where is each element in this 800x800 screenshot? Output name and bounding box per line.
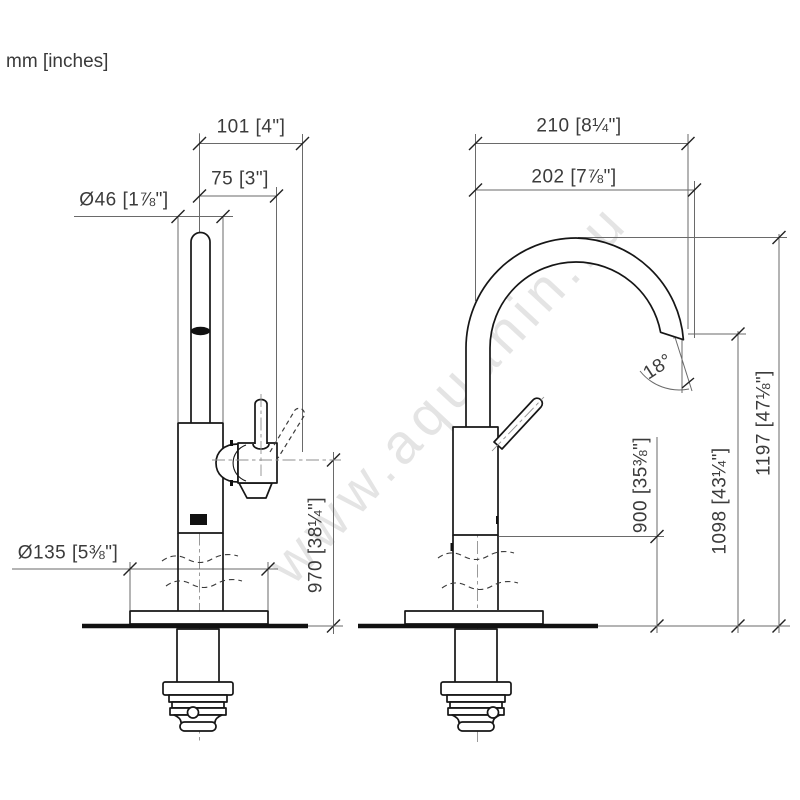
dim-outlet-projection-label: 202 [7⅞"] <box>531 166 617 188</box>
left-base <box>129 610 269 732</box>
right-view <box>358 134 790 742</box>
dim-handle-reach-label: 75 [3"] <box>211 168 269 190</box>
dim-base-diameter-label: Ø135 [5⅜"] <box>17 542 119 564</box>
dim-total-height-label: 1197 [47⅛"] <box>753 370 775 476</box>
left-dimension-lines <box>12 134 343 634</box>
dim-spout-reach-label: 101 [4"] <box>216 116 286 138</box>
dim-handle-height-label: 970 [38¼"] <box>305 496 327 594</box>
aerator-mark <box>191 326 210 336</box>
dim-spout-diameter-label: Ø46 [1⅞"] <box>79 189 169 211</box>
logo-mark <box>190 514 207 525</box>
dim-outlet-height-label: 1098 [43¼"] <box>709 447 731 555</box>
right-base <box>404 610 544 732</box>
units-label: mm [inches] <box>6 51 109 72</box>
lever-rotated-phantom <box>269 407 306 459</box>
left-view <box>12 133 343 742</box>
left-body <box>177 422 224 611</box>
right-break-lines <box>437 550 519 591</box>
dim-supply-height-label: 900 [35⅜"] <box>630 436 652 534</box>
left-break-lines <box>161 553 243 589</box>
dim-spout-projection-label: 210 [8¼"] <box>536 115 622 137</box>
right-dimension-lines <box>468 134 790 634</box>
left-handle <box>212 394 341 499</box>
right-lever <box>491 396 545 452</box>
right-body <box>450 426 499 610</box>
left-spout <box>190 231 211 424</box>
right-spout <box>465 237 685 429</box>
